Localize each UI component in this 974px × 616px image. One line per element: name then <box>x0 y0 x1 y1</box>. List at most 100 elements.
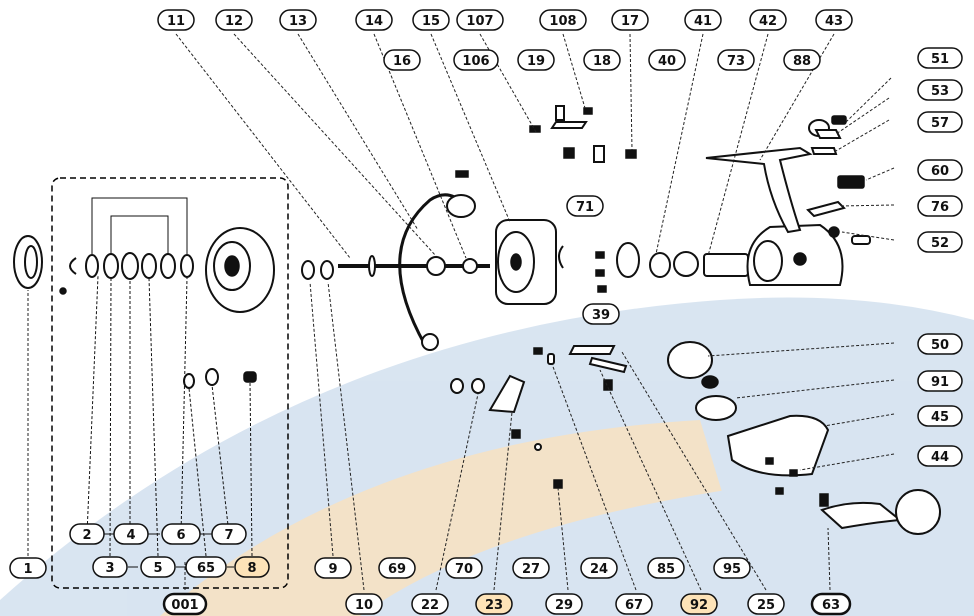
spool-part <box>205 227 275 313</box>
callout-63: 63 <box>810 592 852 616</box>
callout-6: 6 <box>161 523 201 545</box>
svg-text:50: 50 <box>931 338 949 353</box>
svg-text:40: 40 <box>658 54 676 69</box>
svg-text:53: 53 <box>931 84 949 99</box>
callout-9: 9 <box>314 557 352 579</box>
small-parts-right <box>806 115 871 245</box>
pinion-gear-42 <box>703 253 749 277</box>
callout-60: 60 <box>917 159 963 181</box>
bail-wire-part <box>398 193 466 346</box>
screw-16 <box>455 170 469 178</box>
callout-45: 45 <box>917 405 963 427</box>
svg-text:42: 42 <box>759 14 777 29</box>
callout-8: 8 <box>234 556 270 578</box>
clip-part <box>69 257 77 275</box>
callout-17: 17 <box>611 9 649 31</box>
svg-text:41: 41 <box>694 14 712 29</box>
callout-73: 73 <box>717 49 755 71</box>
svg-text:18: 18 <box>593 54 611 69</box>
svg-text:88: 88 <box>793 54 811 69</box>
svg-text:67: 67 <box>625 598 643 613</box>
washer-part-9 <box>301 260 315 280</box>
svg-text:70: 70 <box>455 562 473 577</box>
svg-text:2: 2 <box>82 528 91 543</box>
parts <box>13 105 941 535</box>
callout-51: 51 <box>917 47 963 69</box>
anti-reverse-50 <box>667 341 719 389</box>
rotor-part <box>495 219 557 305</box>
washer-stack <box>85 252 194 280</box>
svg-text:11: 11 <box>167 14 185 29</box>
svg-text:52: 52 <box>931 236 949 251</box>
bail-end-part <box>421 333 439 351</box>
callout-44: 44 <box>917 445 963 467</box>
svg-text:76: 76 <box>931 200 949 215</box>
ball-part <box>59 287 67 295</box>
svg-text:15: 15 <box>422 14 440 29</box>
callout-19: 19 <box>517 49 555 71</box>
callout-11: 11 <box>157 9 195 31</box>
callout-15: 15 <box>412 9 450 31</box>
callout-39: 39 <box>582 303 620 325</box>
side-cover-45 <box>726 414 830 477</box>
callout-24: 24 <box>580 557 618 579</box>
svg-text:29: 29 <box>555 598 573 613</box>
callout-4: 4 <box>113 523 149 545</box>
callout-57: 57 <box>917 111 963 133</box>
svg-text:69: 69 <box>388 562 406 577</box>
main-shaft-part <box>338 255 490 277</box>
callout-16: 16 <box>383 49 421 71</box>
callout-76: 76 <box>917 195 963 217</box>
svg-text:5: 5 <box>153 561 162 576</box>
svg-text:22: 22 <box>421 598 439 613</box>
svg-text:39: 39 <box>592 308 610 323</box>
callout-7: 7 <box>211 523 247 545</box>
callout-1: 1 <box>9 557 47 579</box>
svg-text:107: 107 <box>466 14 493 29</box>
callout-18: 18 <box>583 49 621 71</box>
svg-text:16: 16 <box>393 54 411 69</box>
callout-71: 71 <box>566 195 604 217</box>
svg-text:12: 12 <box>225 14 243 29</box>
svg-text:001: 001 <box>171 598 198 613</box>
callout-95: 95 <box>713 557 751 579</box>
svg-text:7: 7 <box>224 528 233 543</box>
svg-text:44: 44 <box>931 450 949 465</box>
bushing-41 <box>649 252 671 278</box>
callout-69: 69 <box>378 557 416 579</box>
svg-text:19: 19 <box>527 54 545 69</box>
callout-52: 52 <box>917 231 963 253</box>
screw-set-39 <box>595 251 607 293</box>
callout-41: 41 <box>684 9 722 31</box>
callout-2: 2 <box>69 523 105 545</box>
svg-text:23: 23 <box>485 598 503 613</box>
svg-text:10: 10 <box>355 598 373 613</box>
callout-106: 106 <box>453 49 499 71</box>
svg-text:43: 43 <box>825 14 843 29</box>
screws-44 <box>765 457 798 495</box>
callout-3: 3 <box>92 556 128 578</box>
svg-text:25: 25 <box>757 598 775 613</box>
svg-text:106: 106 <box>462 54 489 69</box>
callout-27: 27 <box>512 557 550 579</box>
svg-text:14: 14 <box>365 14 383 29</box>
washer-40 <box>616 242 640 278</box>
svg-text:108: 108 <box>549 14 576 29</box>
callout-29: 29 <box>545 593 583 615</box>
callout-25: 25 <box>747 593 785 615</box>
callout-12: 12 <box>215 9 253 31</box>
callout-40: 40 <box>648 49 686 71</box>
callout-108: 108 <box>539 9 587 31</box>
callout-107: 107 <box>456 9 504 31</box>
svg-text:6: 6 <box>176 528 185 543</box>
callout-13: 13 <box>279 9 317 31</box>
callout-88: 88 <box>783 49 821 71</box>
svg-text:57: 57 <box>931 116 949 131</box>
callout-42: 42 <box>749 9 787 31</box>
callout-67: 67 <box>615 593 653 615</box>
small-parts-set <box>183 368 257 389</box>
svg-text:71: 71 <box>576 200 594 215</box>
svg-text:91: 91 <box>931 375 949 390</box>
svg-text:4: 4 <box>126 528 135 543</box>
